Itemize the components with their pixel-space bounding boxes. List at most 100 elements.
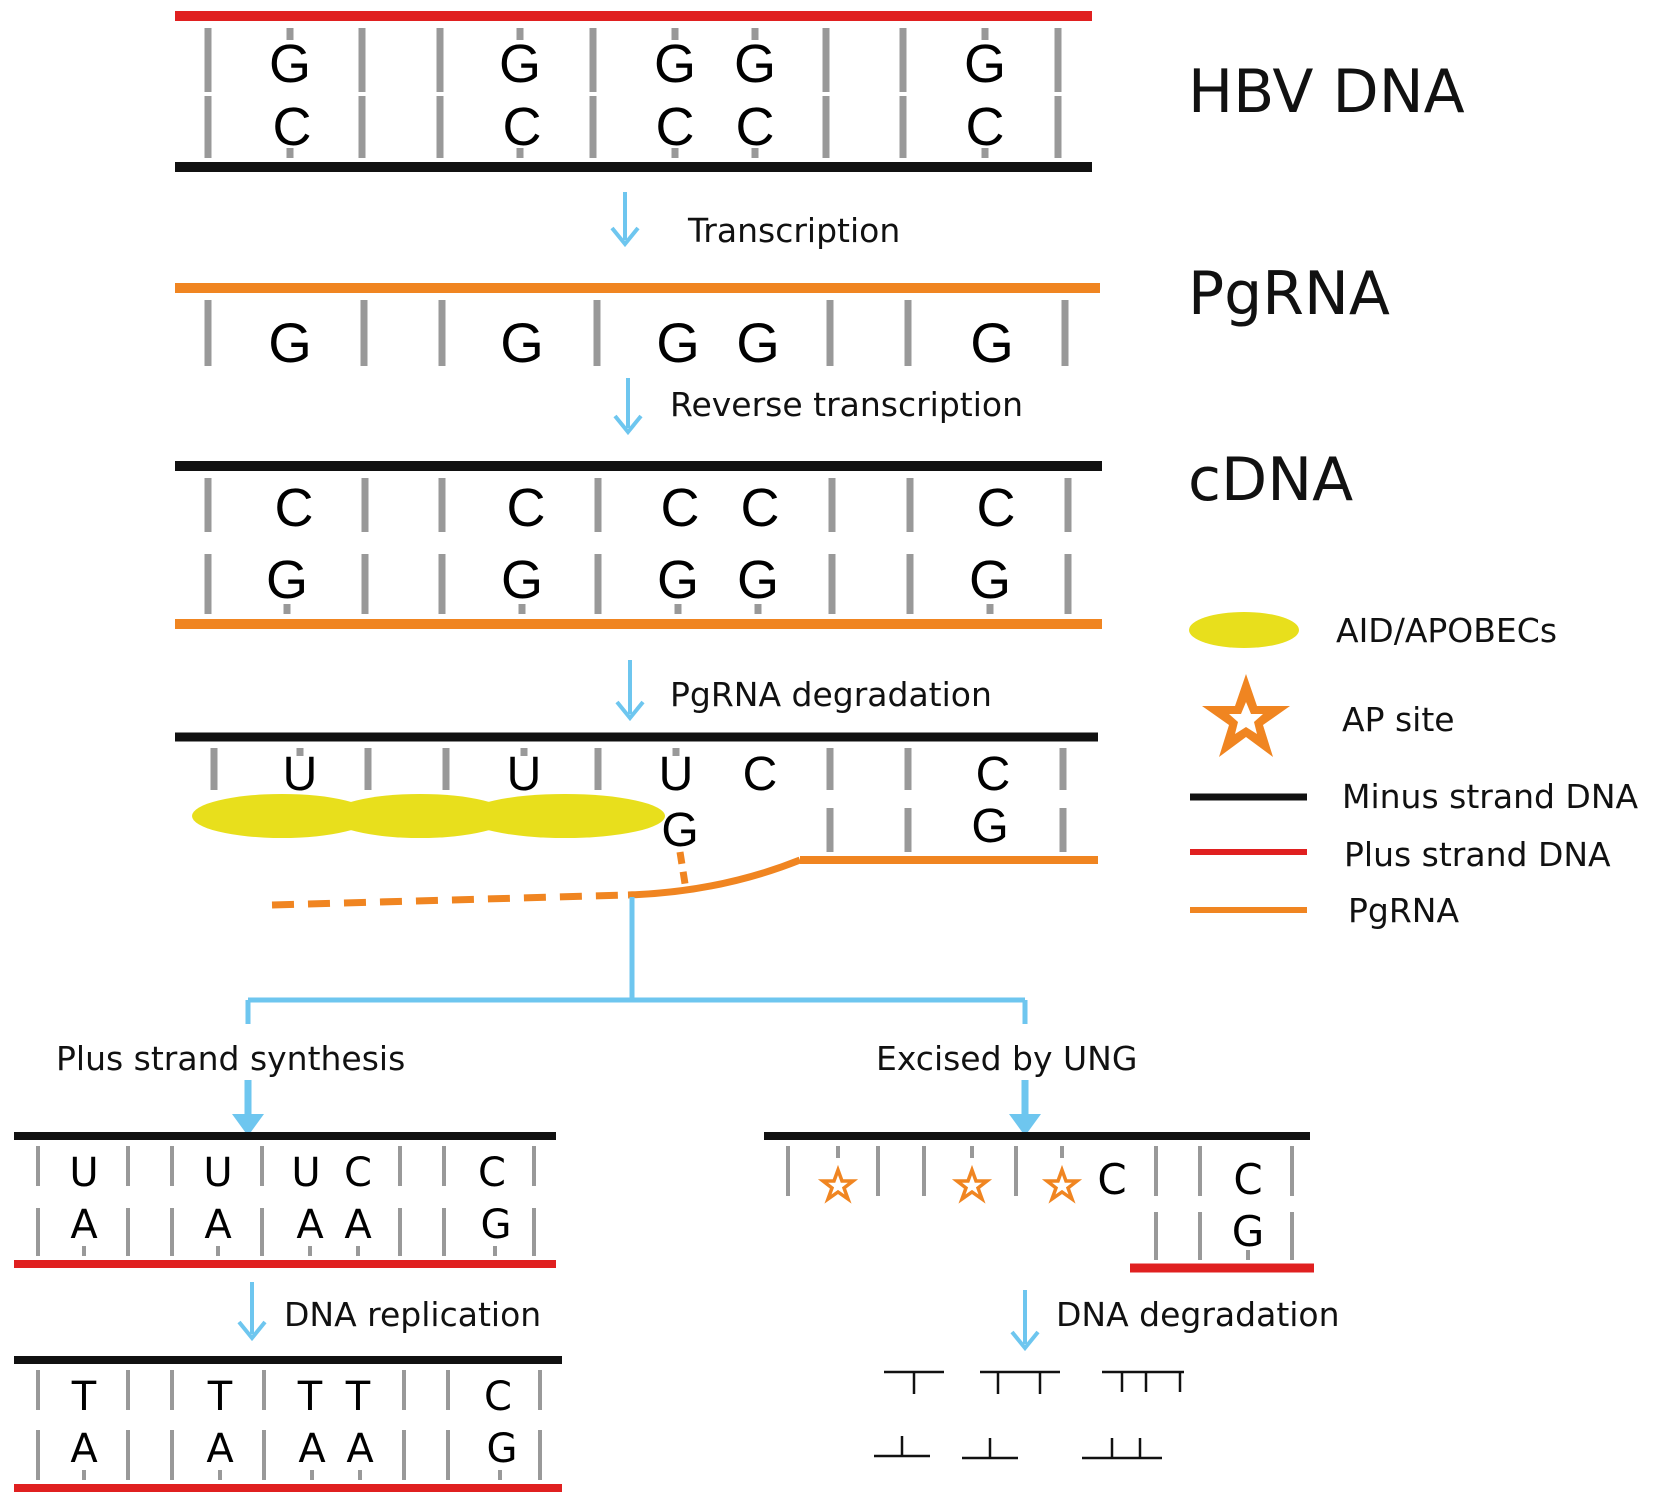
tick-group [210, 748, 1067, 852]
legend: AID/APOBECs AP site Minus strand DNA Plu… [1189, 611, 1639, 930]
dna-fragments [874, 1370, 1184, 1460]
base-label: G [657, 550, 699, 610]
pgrna-dashed-fragment [271, 891, 629, 909]
legend-label: PgRNA [1348, 891, 1459, 930]
base-label: U [203, 1150, 232, 1196]
base-label: G [734, 34, 776, 94]
branch-connector [245, 897, 1028, 1024]
excised-block: C C G [764, 1132, 1314, 1273]
base-label: U [69, 1150, 98, 1196]
base-label: C [275, 478, 314, 538]
down-arrow-icon [615, 660, 645, 722]
base-label: A [346, 1426, 374, 1472]
base-label: G [500, 311, 544, 374]
transcription-label: Transcription [687, 211, 900, 250]
base-label: G [269, 34, 311, 94]
legend-item: AID/APOBECs [1189, 611, 1557, 650]
legend-label: AP site [1342, 700, 1455, 739]
base-label: G [969, 550, 1011, 610]
plus-strand-synthesis-label: Plus strand synthesis [56, 1039, 405, 1078]
tick-group [204, 300, 1069, 366]
base-label: U [291, 1150, 320, 1196]
legend-label: Plus strand DNA [1344, 835, 1611, 874]
pgrna-title: PgRNA [1188, 259, 1390, 329]
base-label: C [977, 478, 1016, 538]
base-label: U [507, 748, 542, 801]
tick-group [204, 28, 1062, 158]
base-label: U [659, 748, 694, 801]
reverse-transcription-label: Reverse transcription [670, 385, 1023, 424]
base-label: G [266, 550, 308, 610]
legend-label: Minus strand DNA [1342, 777, 1639, 816]
base-label: C [656, 97, 695, 157]
base-label: G [501, 550, 543, 610]
excised-by-ung-label: Excised by UNG [876, 1039, 1137, 1078]
base-label: A [70, 1202, 98, 1248]
tick-group [204, 478, 1072, 614]
base-label: C [741, 478, 780, 538]
cdna-block: C C C C C G G G G G [175, 461, 1102, 629]
base-label: G [661, 804, 698, 857]
tick-group [36, 1146, 536, 1256]
base-label: T [297, 1374, 323, 1420]
legend-item: AP site [1202, 674, 1455, 757]
star-icon [817, 1164, 859, 1204]
plus-synthesis-block: U U U C C A A A A G [14, 1132, 556, 1268]
base-label: G [1232, 1207, 1265, 1256]
base-label: G [737, 550, 779, 610]
down-arrow-icon [232, 1080, 264, 1136]
base-label: C [976, 748, 1011, 801]
down-arrow-icon [1009, 1080, 1041, 1136]
base-label: A [204, 1202, 232, 1248]
base-label: G [481, 1202, 512, 1248]
base-label: G [268, 311, 312, 374]
pgrna-fragment-curve [627, 856, 802, 899]
base-label: G [654, 34, 696, 94]
base-label: C [484, 1374, 512, 1420]
base-label: U [283, 748, 318, 801]
dna-degradation-label: DNA degradation [1056, 1295, 1340, 1334]
base-label: C [478, 1150, 506, 1196]
base-label: G [487, 1426, 518, 1472]
pgrna-dashed-link [676, 851, 690, 891]
base-label: A [206, 1426, 234, 1472]
tick-group [786, 1146, 1294, 1260]
cdna-title: cDNA [1188, 445, 1353, 515]
tick-group [36, 1370, 542, 1480]
base-label: A [344, 1202, 372, 1248]
base-label: A [296, 1202, 324, 1248]
base-label: G [499, 34, 541, 94]
dna-replication-label: DNA replication [284, 1295, 541, 1334]
base-label: C [966, 97, 1005, 157]
base-label: C [344, 1150, 372, 1196]
legend-label: AID/APOBECs [1336, 611, 1557, 650]
pgrna-degradation-label: PgRNA degradation [670, 675, 992, 714]
ellipse-icon [1189, 612, 1299, 648]
hbv-dna-block: G G G G G C C C C C [175, 11, 1092, 172]
base-label: A [70, 1426, 98, 1472]
legend-item: PgRNA [1190, 891, 1459, 930]
base-label: A [298, 1426, 326, 1472]
base-label: C [273, 97, 312, 157]
base-label: C [743, 748, 778, 801]
legend-item: Plus strand DNA [1190, 835, 1611, 874]
base-label: C [503, 97, 542, 157]
down-arrow-icon [613, 378, 643, 436]
base-label: G [736, 311, 780, 374]
base-label: G [656, 311, 700, 374]
base-label: C [507, 478, 546, 538]
base-label: G [964, 34, 1006, 94]
base-label: G [971, 800, 1008, 853]
down-arrow-icon [1010, 1290, 1040, 1352]
hbv-dna-title: HBV DNA [1188, 57, 1465, 127]
ellipse-icon [192, 794, 665, 838]
down-arrow-icon [237, 1282, 267, 1342]
base-label: T [71, 1374, 97, 1420]
base-label: G [970, 311, 1014, 374]
legend-item: Minus strand DNA [1190, 777, 1639, 816]
pgrna-block: G G G G G [175, 283, 1100, 374]
star-icon [951, 1164, 993, 1204]
base-label: C [736, 97, 775, 157]
base-label: T [207, 1374, 233, 1420]
